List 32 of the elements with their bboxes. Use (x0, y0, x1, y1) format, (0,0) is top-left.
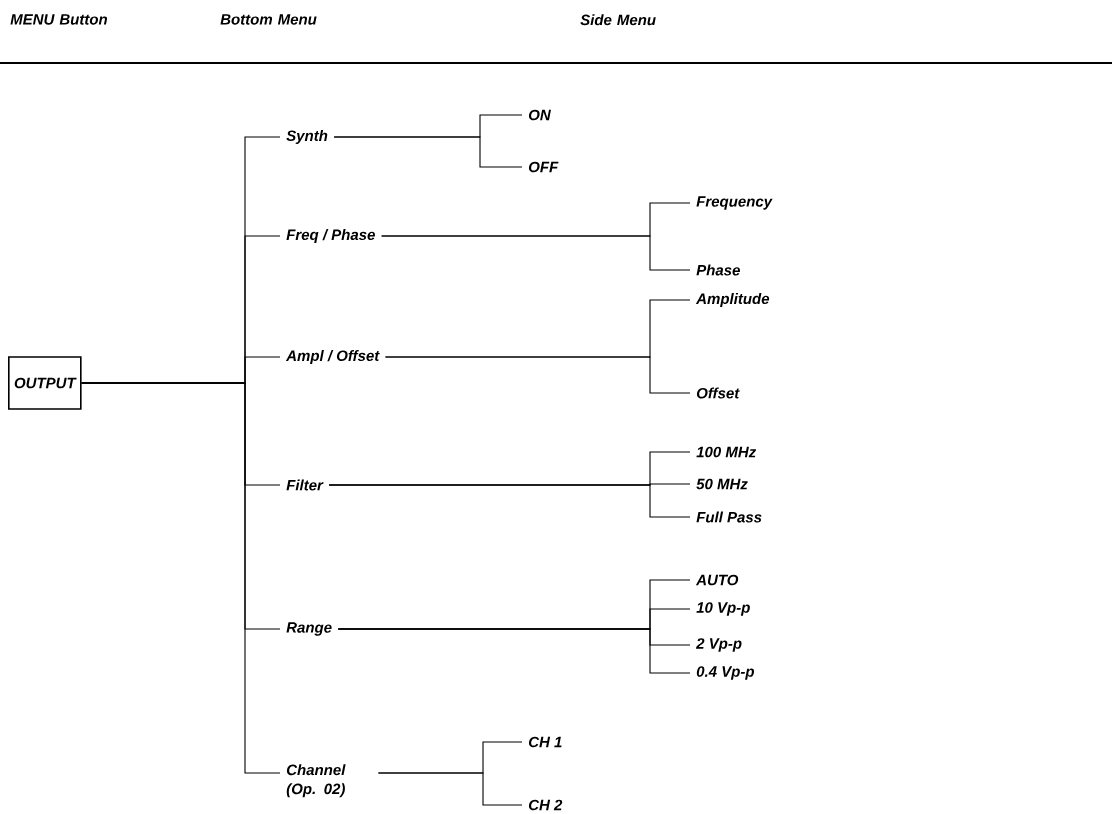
menu-item: 50 MHz (696, 478, 748, 490)
menu-item: 2 Vp-p (695, 638, 742, 652)
menu-item: 100 MHz (696, 446, 757, 458)
menu-item: Filter (286, 479, 324, 491)
menu-item: Ampl / Offset (285, 350, 380, 364)
menu-button-box: OUTPUT (8, 356, 82, 410)
connector-line (384, 356, 691, 394)
connector-line (81, 382, 281, 774)
menu-item: Range (286, 622, 332, 636)
menu-item: Channel (Op. 02) (286, 764, 346, 798)
connector-line (377, 772, 523, 806)
menu-item: CH 1 (528, 736, 562, 748)
menu-item: Synth (286, 130, 328, 144)
menu-item: OFF (528, 161, 559, 173)
menu-item: Phase (696, 264, 740, 276)
menu-item: Frequency (696, 196, 773, 210)
menu-item: 10 Vp-p (696, 602, 750, 616)
menu-item: Full Pass (696, 511, 762, 523)
menu-item: AUTO (695, 574, 739, 586)
connector-line (381, 235, 691, 271)
menu-item: 0.4 Vp-p (696, 666, 755, 680)
column-heading: MENU Button (10, 14, 108, 25)
menu-item: ON (528, 109, 551, 121)
menu-item: Amplitude (695, 293, 770, 307)
connector-line (337, 628, 691, 674)
menu-item: Freq / Phase (286, 229, 375, 243)
menu-item: CH 2 (528, 799, 563, 811)
connector-line (333, 136, 523, 168)
connector-line (328, 484, 691, 518)
column-heading: Bottom Menu (220, 14, 317, 25)
menu-item: Offset (696, 387, 740, 399)
column-heading: Side Menu (580, 14, 656, 26)
